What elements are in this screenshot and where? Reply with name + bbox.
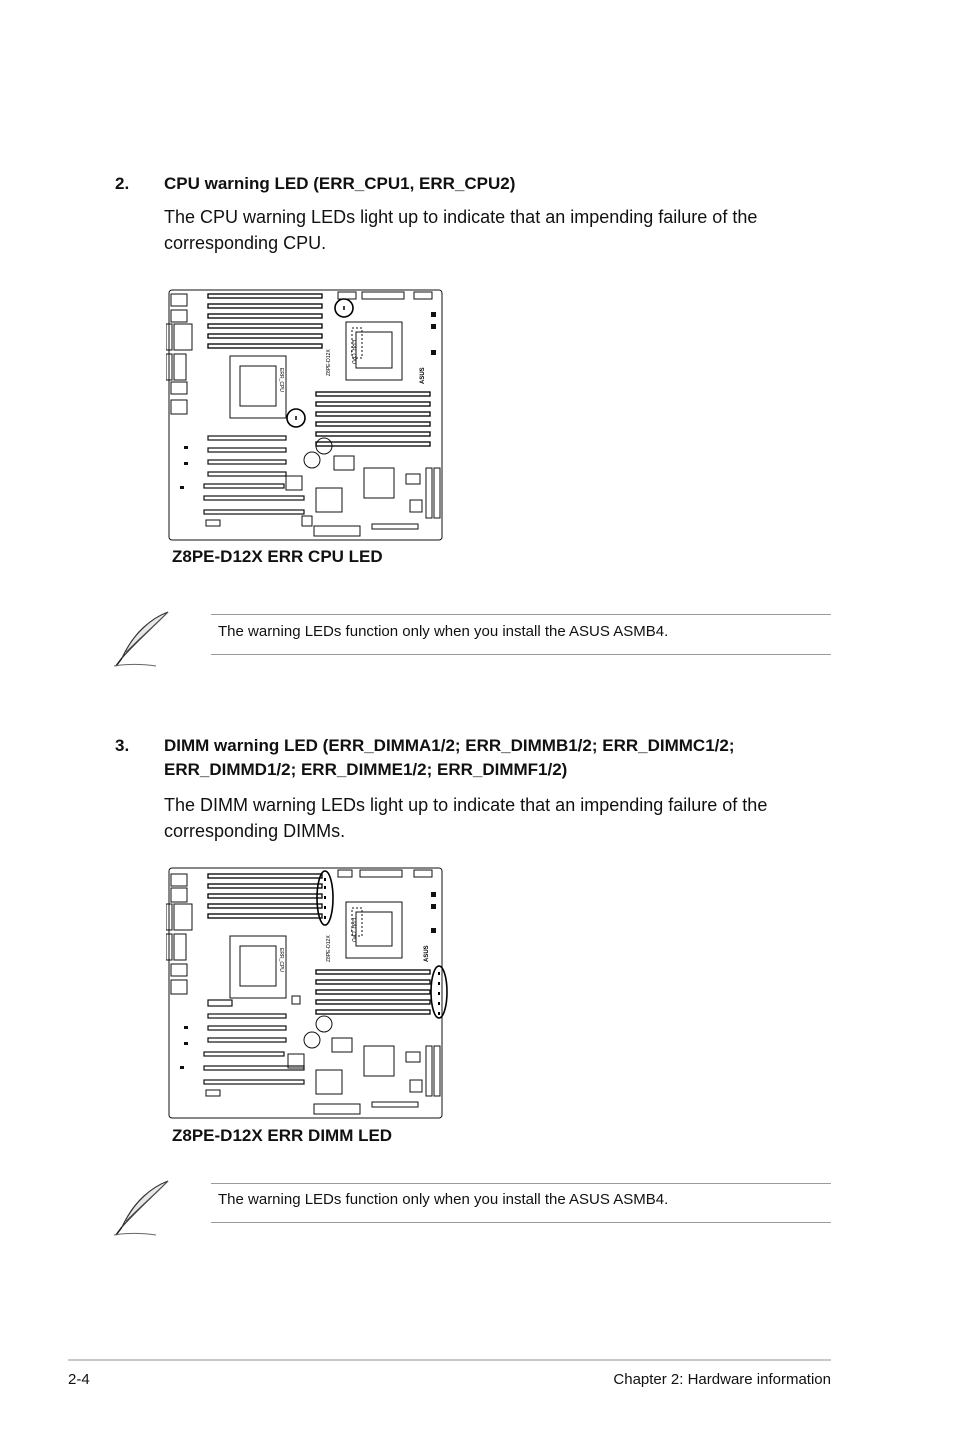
brand-label: ASUS <box>424 945 430 962</box>
err-dimm-highlight-right <box>430 965 448 1019</box>
cpu-led-label: ERR_CPU <box>350 918 356 942</box>
item-number: 2. <box>115 174 130 193</box>
note-text: The warning LEDs function only when you … <box>218 1191 669 1208</box>
brand-label: ASUS <box>420 367 426 384</box>
err-cpu1-highlight <box>286 408 306 428</box>
item-number: 3. <box>115 736 130 755</box>
board-model-label: Z8PE-D12X <box>326 935 332 962</box>
body-line: corresponding CPU. <box>164 233 327 253</box>
footer-rule <box>68 1359 831 1361</box>
body-line: The DIMM warning LEDs light up to indica… <box>164 795 768 815</box>
cpu-led-label: ERR_CPU <box>278 948 284 972</box>
body-line: corresponding DIMMs. <box>164 821 346 841</box>
motherboard-diagram-cpu: Z8PE-D12X ASUS ERR_CPU ERR_CPU <box>166 289 443 541</box>
cpu-led-label: ERR_CPU <box>278 368 284 392</box>
heading-line: DIMM warning LED (ERR_DIMMA1/2; ERR_DIMM… <box>164 736 735 755</box>
figure-caption: Z8PE-D12X ERR CPU LED <box>172 547 383 566</box>
body-text: The DIMM warning LEDs light up to indica… <box>164 792 767 844</box>
heading-line: ERR_DIMMD1/2; ERR_DIMME1/2; ERR_DIMMF1/2… <box>164 760 568 779</box>
note-bottom-rule <box>211 1222 831 1223</box>
feather-quill-icon <box>113 1180 169 1236</box>
board-model-label: Z8PE-D12X <box>326 349 332 376</box>
body-text: The CPU warning LEDs light up to indicat… <box>164 204 757 256</box>
feather-quill-icon <box>113 611 169 667</box>
note-top-rule <box>211 1183 831 1184</box>
body-line: The CPU warning LEDs light up to indicat… <box>164 207 758 227</box>
err-dimm-highlight-left <box>316 870 334 926</box>
err-cpu2-highlight <box>334 298 354 318</box>
section-heading: DIMM warning LED (ERR_DIMMA1/2; ERR_DIMM… <box>164 734 735 782</box>
chapter-title: Chapter 2: Hardware information <box>613 1371 831 1388</box>
note-text: The warning LEDs function only when you … <box>218 623 669 640</box>
note-bottom-rule <box>211 654 831 655</box>
cpu-led-label: ERR_CPU <box>350 340 356 364</box>
motherboard-diagram-dimm: Z8PE-D12X ASUS ERR_CPU ERR_CPU <box>166 867 448 1119</box>
figure-caption: Z8PE-D12X ERR DIMM LED <box>172 1126 393 1145</box>
page-number: 2-4 <box>68 1371 90 1388</box>
note-top-rule <box>211 614 831 615</box>
section-heading: CPU warning LED (ERR_CPU1, ERR_CPU2) <box>164 174 516 193</box>
